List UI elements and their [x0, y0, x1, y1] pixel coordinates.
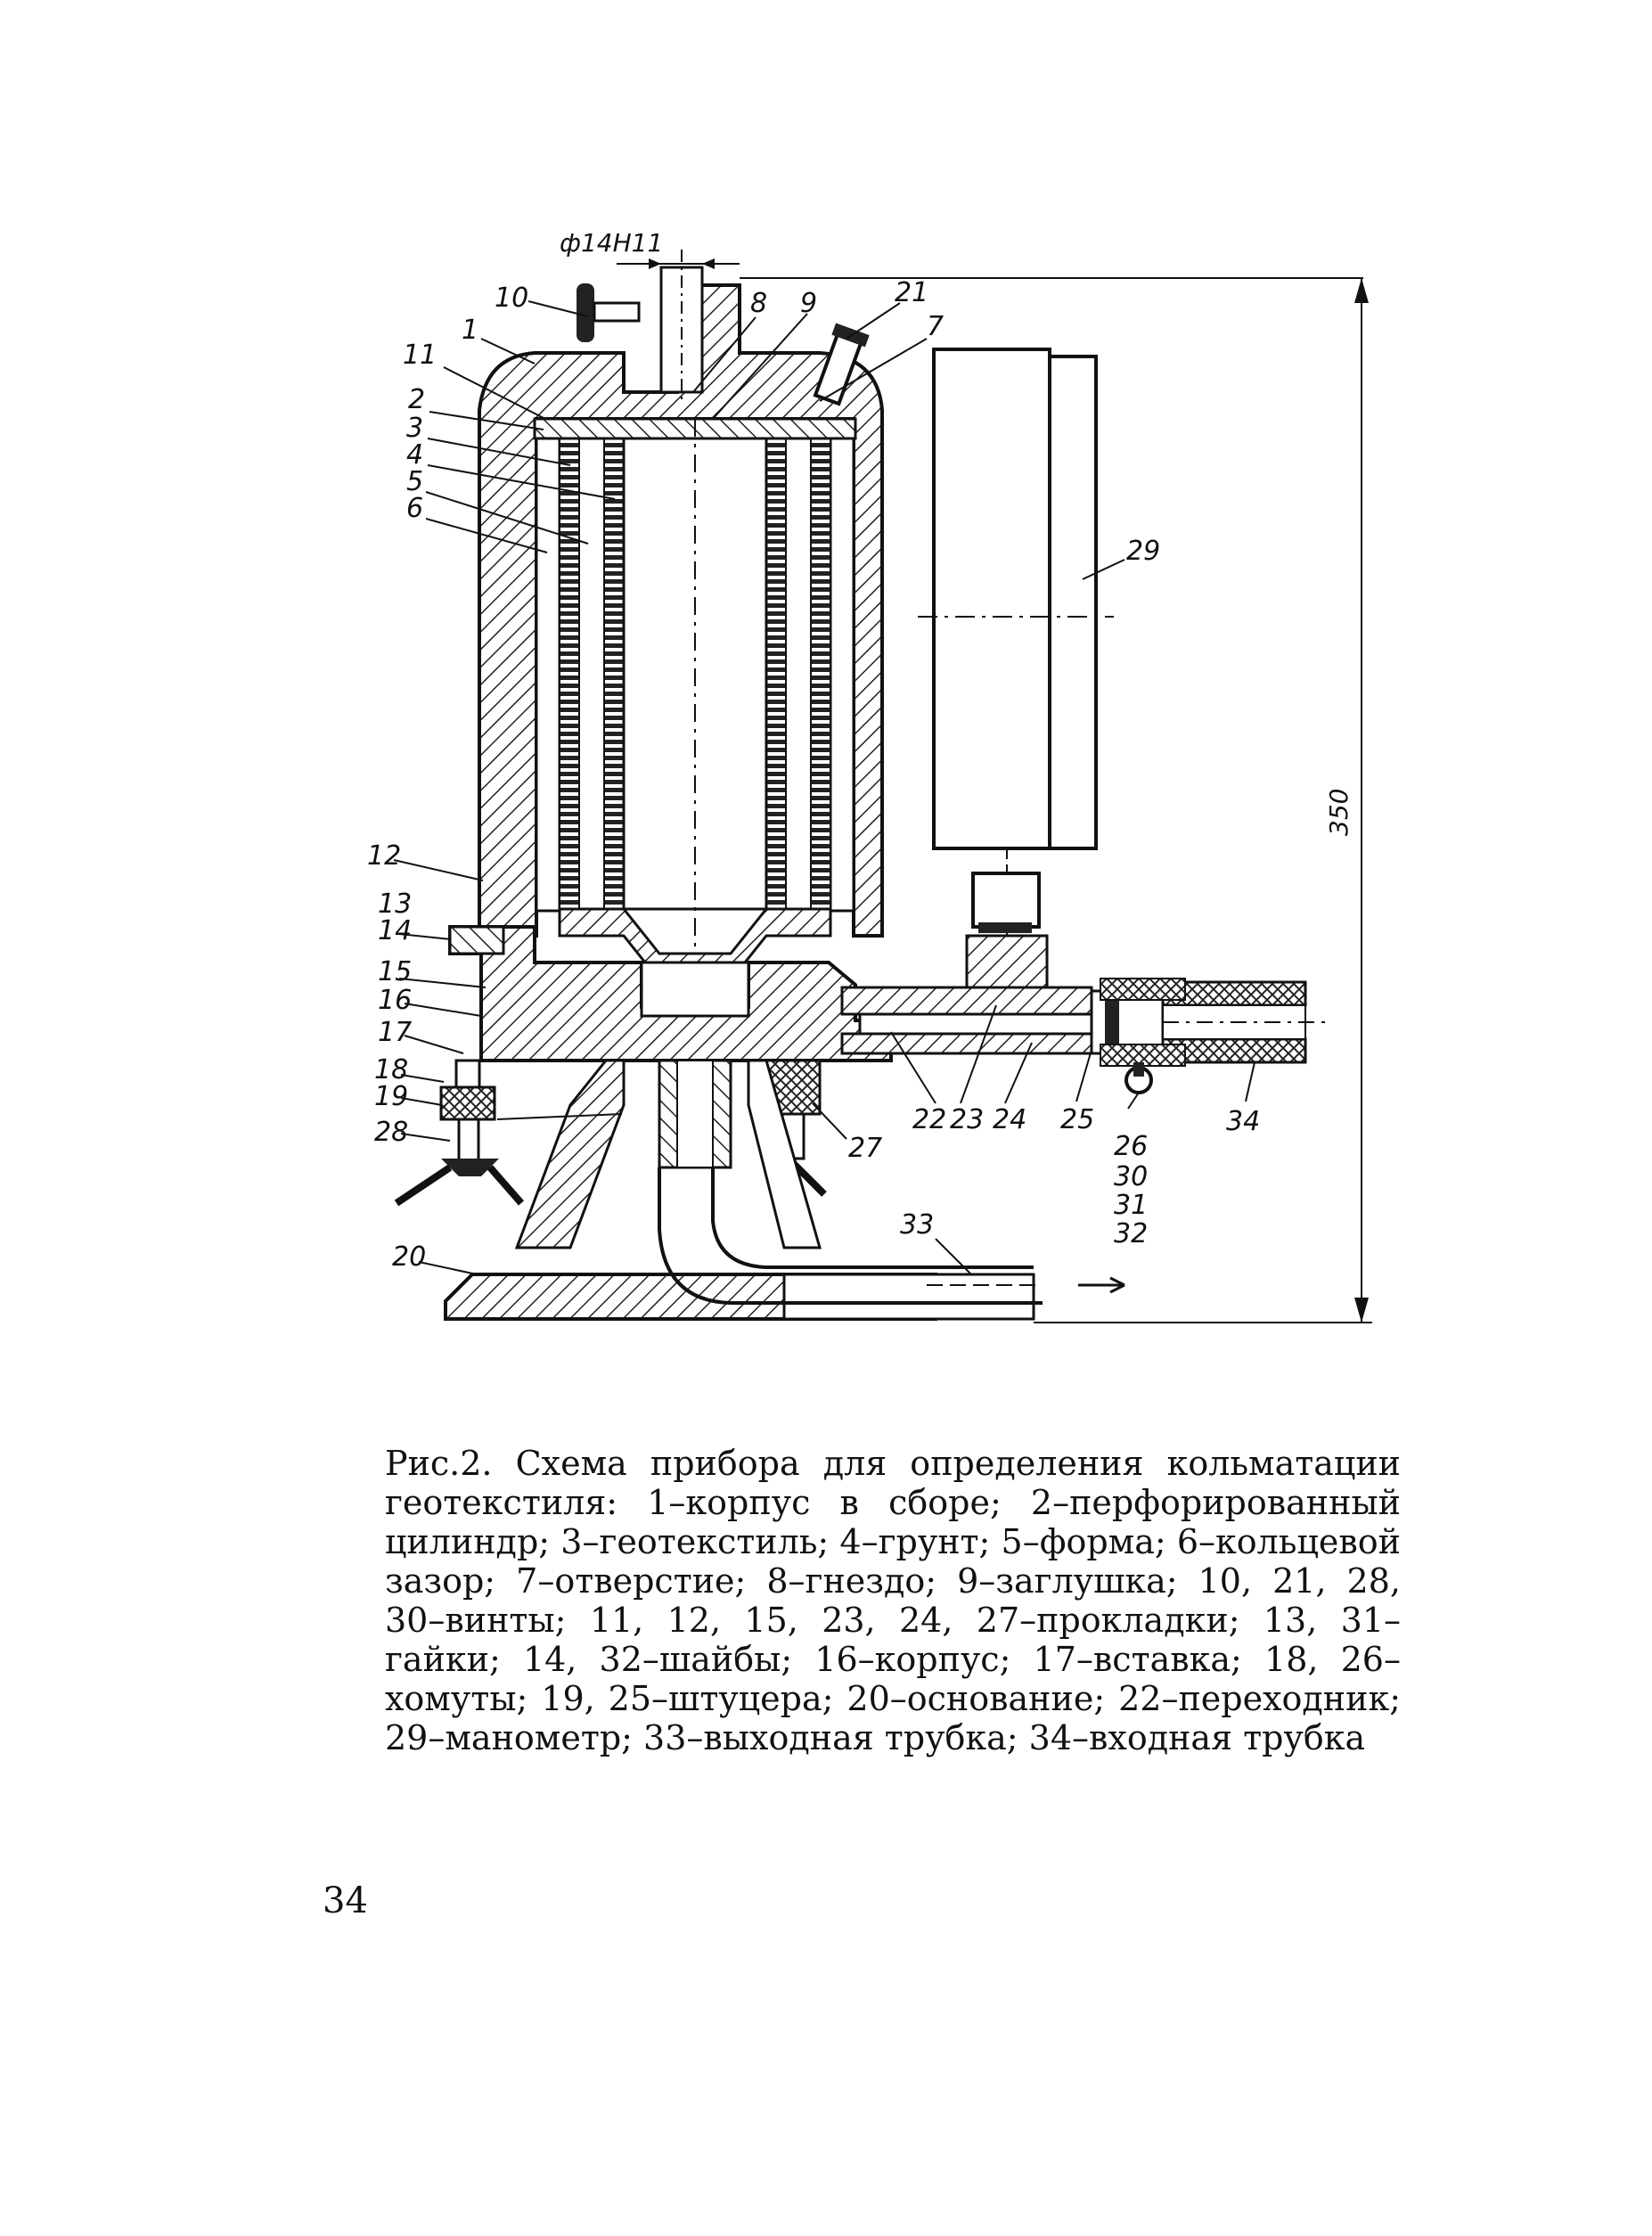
label-27: 27 [848, 1133, 882, 1164]
label-10: 10 [495, 283, 528, 314]
label-3: 3 [406, 413, 423, 444]
inlet-socket [617, 250, 740, 401]
label-18: 18 [374, 1054, 408, 1085]
label-13: 13 [378, 889, 412, 920]
label-17: 17 [378, 1017, 412, 1048]
label-26: 26 [1114, 1131, 1148, 1162]
label-7: 7 [927, 311, 944, 342]
figure-caption: Рис.2. Схема прибора для определения кол… [385, 1444, 1401, 1757]
label-29: 29 [1126, 536, 1160, 567]
dimension-lines [624, 258, 1372, 1323]
label-9: 9 [800, 288, 817, 319]
label-32: 32 [1114, 1218, 1148, 1249]
label-30: 30 [1114, 1161, 1148, 1192]
label-6: 6 [406, 493, 423, 524]
sample-column [533, 417, 857, 1069]
label-5: 5 [406, 466, 423, 497]
label-23: 23 [950, 1104, 984, 1135]
outlet-tube [658, 1167, 1125, 1305]
label-21: 21 [895, 277, 928, 308]
dimension-diameter: ф14Н11 [560, 228, 663, 258]
label-16: 16 [378, 985, 412, 1016]
label-25: 25 [1060, 1104, 1094, 1135]
leader-lines [393, 300, 1255, 1275]
funnel [558, 907, 832, 982]
label-1: 1 [462, 315, 478, 346]
part-labels: 10 1 11 2 3 4 5 6 8 9 21 7 29 12 13 14 1… [367, 277, 1260, 1273]
label-19: 19 [374, 1081, 408, 1112]
screw-10 [577, 283, 641, 342]
label-8: 8 [750, 288, 767, 319]
left-bolt-assembly [394, 1059, 525, 1207]
page-number: 34 [323, 1880, 368, 1921]
manometer [918, 348, 1114, 1012]
dimension-labels: ф14Н11 350 [560, 228, 1353, 836]
label-15: 15 [378, 956, 412, 987]
label-33: 33 [900, 1209, 934, 1241]
label-4: 4 [406, 439, 423, 471]
dimension-height: 350 [1324, 789, 1353, 836]
label-2: 2 [408, 384, 425, 415]
label-24: 24 [993, 1104, 1026, 1135]
label-14: 14 [378, 915, 412, 946]
label-11: 11 [403, 340, 437, 371]
lower-body [448, 925, 893, 1169]
inlet-line [840, 978, 1328, 1094]
label-12: 12 [367, 840, 401, 872]
label-28: 28 [374, 1117, 408, 1148]
label-34: 34 [1226, 1106, 1260, 1137]
apparatus-diagram: ф14Н11 350 10 [367, 228, 1372, 1323]
label-22: 22 [912, 1104, 946, 1135]
base [444, 1059, 1035, 1321]
label-20: 20 [392, 1241, 426, 1273]
label-31: 31 [1114, 1190, 1148, 1221]
